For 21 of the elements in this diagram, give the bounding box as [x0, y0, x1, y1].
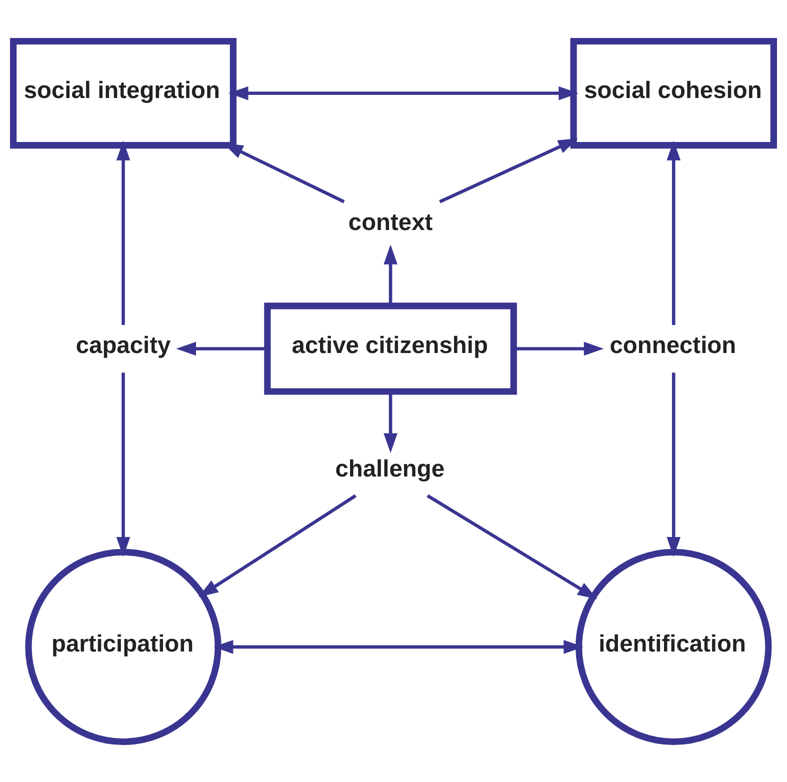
node-text: connection	[610, 332, 736, 359]
node-box: active citizenship	[264, 302, 517, 394]
arrow	[116, 372, 130, 556]
arrow	[439, 138, 578, 203]
arrow	[666, 372, 681, 556]
arrow	[176, 341, 268, 356]
arrow	[384, 391, 398, 453]
node-text: context	[348, 210, 433, 236]
node-box: social cohesion	[570, 37, 777, 148]
arrow	[666, 140, 681, 324]
arrow	[228, 86, 578, 100]
arrow	[213, 640, 584, 654]
arrow	[198, 494, 356, 597]
arrow	[116, 140, 130, 324]
node-text: challenge	[335, 456, 445, 482]
node-text: capacity	[76, 332, 171, 359]
arrow	[514, 341, 604, 356]
node-circle: participation	[25, 548, 222, 745]
arrow	[426, 494, 598, 599]
arrow	[384, 244, 398, 306]
node-box: social integration	[10, 37, 236, 148]
